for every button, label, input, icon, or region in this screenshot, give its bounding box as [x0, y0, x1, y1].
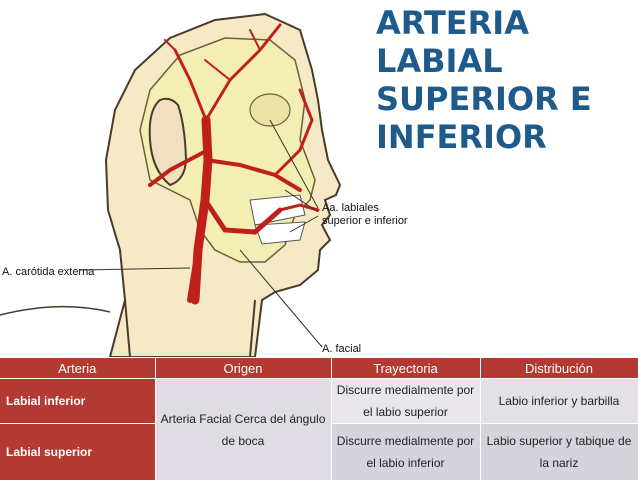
header-origen: Origen: [155, 358, 331, 379]
cell-origen: Arteria Facial Cerca del ángulo de boca: [155, 379, 331, 480]
label-carotida: A. carótida externa: [2, 266, 94, 278]
cell-arteria: Labial superior: [0, 424, 155, 480]
artery-table: Arteria Origen Trayectoria Distribución …: [0, 358, 638, 480]
header-distribucion: Distribución: [480, 358, 638, 379]
cell-trayectoria: Discurre medialmente por el labio superi…: [331, 379, 480, 424]
artery-table-container: Arteria Origen Trayectoria Distribución …: [0, 358, 638, 479]
cell-distribucion: Labio inferior y barbilla: [480, 379, 638, 424]
title-line-2: SUPERIOR E: [376, 80, 634, 118]
cell-trayectoria: Discurre medialmente por el labio inferi…: [331, 424, 480, 480]
label-labiales-line1: Aa. labiales: [322, 202, 379, 214]
label-facial: A. facial: [322, 343, 361, 355]
table-row: Labial inferior Arteria Facial Cerca del…: [0, 379, 638, 424]
cell-arteria: Labial inferior: [0, 379, 155, 424]
header-arteria: Arteria: [0, 358, 155, 379]
table-header-row: Arteria Origen Trayectoria Distribución: [0, 358, 638, 379]
header-trayectoria: Trayectoria: [331, 358, 480, 379]
cell-distribucion: Labio superior y tabique de la nariz: [480, 424, 638, 480]
page-title: ARTERIA LABIAL SUPERIOR E INFERIOR: [376, 4, 634, 156]
label-labiales-line2: superior e inferior: [322, 215, 408, 227]
title-line-3: INFERIOR: [376, 118, 634, 156]
orbit: [250, 94, 290, 126]
title-line-1: ARTERIA LABIAL: [376, 4, 634, 80]
